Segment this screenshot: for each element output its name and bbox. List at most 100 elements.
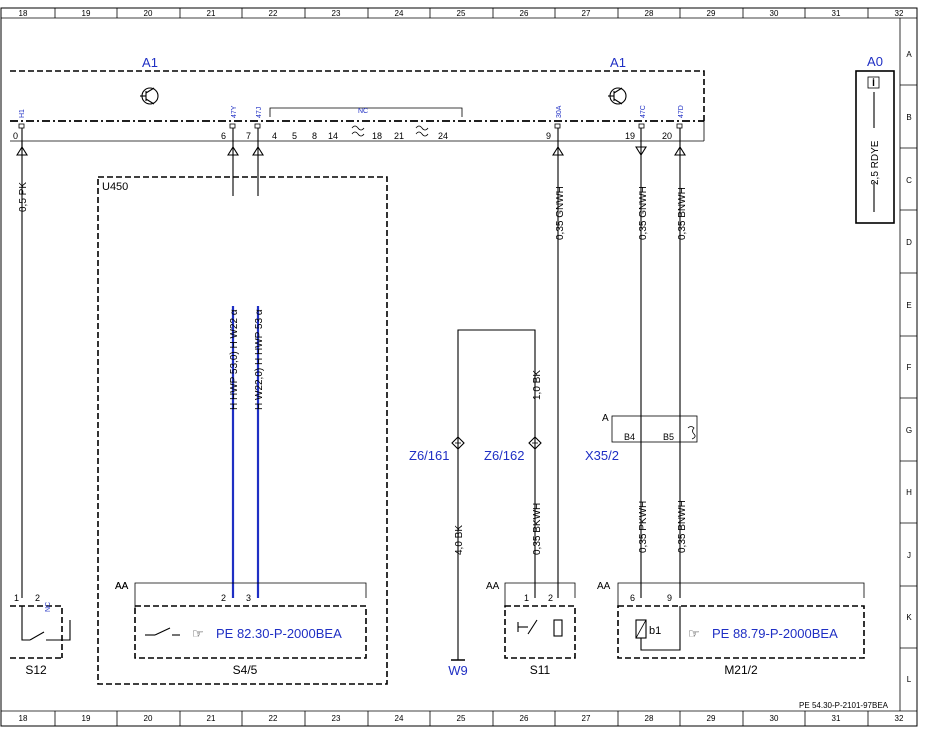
pin-tag-47d: 47D	[678, 105, 685, 118]
module-label-a1-left: A1	[142, 55, 158, 70]
wire-pin9: 0,35 GNWH	[552, 128, 566, 598]
row-label: K	[906, 613, 912, 622]
a0-frame	[855, 70, 895, 224]
pin-stubs	[18, 123, 683, 129]
wire-label: 0,35 BNWH	[677, 187, 688, 240]
pin-number: 0	[13, 131, 18, 141]
x35-2-connector: A B4 B5 X35/2	[585, 413, 698, 463]
wire-s12: 0,5 PK	[16, 128, 29, 598]
component-label-s4-5: S4/5	[233, 663, 258, 677]
module-label-a1-right: A1	[610, 55, 626, 70]
pin-number: 4	[272, 131, 277, 141]
connector-arrow-icon	[252, 145, 264, 156]
connector-arrow-icon	[227, 145, 239, 156]
col-label-top: 30	[770, 9, 779, 18]
connector-arrow-icon	[674, 145, 686, 156]
wire-label: 0,35 PKWH	[638, 501, 649, 553]
pin-tag-47c: 47C	[640, 105, 647, 118]
connector-pin-label: B5	[663, 432, 674, 442]
reference-hand-icon: ☞	[192, 626, 204, 641]
transistor-icon	[140, 87, 159, 105]
col-label-bottom: 28	[645, 714, 654, 723]
pin-number: 9	[546, 131, 551, 141]
pin-number: 5	[292, 131, 297, 141]
ground-network: 1,0 BK 4,0 BK 0,35 BKWH Z6/161 Z6/162 W9	[409, 329, 543, 678]
pin-number: 24	[438, 131, 448, 141]
pin-tag-h1: H1	[19, 109, 26, 118]
col-label-bottom: 19	[82, 714, 91, 723]
col-label-top: 28	[645, 9, 654, 18]
col-label-bottom: 20	[144, 714, 153, 723]
u450-module: U450	[97, 176, 388, 685]
wire-label: 1,0 BK	[532, 370, 543, 400]
col-label-top: 27	[582, 9, 591, 18]
pin-tag-47y: 47Y	[231, 105, 238, 118]
col-label-top: 20	[144, 9, 153, 18]
pin-number: 1	[524, 593, 529, 603]
module-label-a0: A0	[867, 54, 883, 69]
pin-number: 2	[221, 593, 226, 603]
pin-number: 6	[630, 593, 635, 603]
split-icon	[351, 125, 365, 131]
wire-pin19: 0,35 GNWH 0,35 PKWH	[635, 128, 649, 598]
wire-pin6: H HWP 53,0) H W22 α	[227, 128, 240, 598]
row-label: B	[906, 113, 911, 122]
module-label-u450: U450	[102, 181, 128, 193]
component-label-m21-2: M21/2	[724, 663, 758, 677]
a0-module: A0 2,5 RDYE	[855, 54, 895, 224]
col-label-bottom: 23	[332, 714, 341, 723]
pin-number: 3	[246, 593, 251, 603]
split-icon	[687, 426, 696, 440]
pin-number: 6	[221, 131, 226, 141]
aa-label: AA	[115, 581, 129, 592]
diagram-frame	[0, 7, 918, 727]
wire-label-a0: 2,5 RDYE	[870, 140, 881, 185]
pin-tag-30a: 30A	[556, 105, 563, 118]
sensor-label: b1	[649, 625, 661, 637]
column-ruler: 18 19 20 21 22 23 24 25 26 27 28 29 30 3…	[19, 8, 904, 726]
row-label: L	[907, 675, 912, 684]
pin-tag-47j: 47J	[256, 107, 263, 118]
nc-bracket	[269, 107, 463, 117]
info-icon	[867, 76, 880, 89]
col-label-bottom: 24	[395, 714, 404, 723]
connector-side-label: A	[602, 413, 609, 424]
col-label-top: 19	[82, 9, 91, 18]
pin-number: 21	[394, 131, 404, 141]
connector-arrow-icon	[16, 145, 28, 156]
wire-label: 0,5 PK	[18, 182, 29, 212]
row-label: A	[906, 50, 912, 59]
reference-hand-icon: ☞	[688, 626, 700, 641]
pin-number: 2	[35, 593, 40, 603]
document-reference: PE 54.30-P-2101-97BEA	[799, 701, 889, 710]
row-label: H	[906, 488, 912, 497]
pin-number: 8	[312, 131, 317, 141]
aa-label: AA	[486, 581, 500, 592]
component-reference: PE 82.30-P-2000BEA	[216, 626, 342, 641]
wire-pin7: H W22,0) H HWP 53 α	[252, 128, 265, 598]
row-ruler: A B C D E F G H J K L	[900, 50, 917, 684]
col-label-bottom: 30	[770, 714, 779, 723]
pin-number: 14	[328, 131, 338, 141]
col-label-bottom: 22	[269, 714, 278, 723]
s12-component: AA 1 2 NC S12	[10, 581, 129, 677]
splice-icon	[451, 436, 465, 450]
aa-label: AA	[597, 581, 611, 592]
col-label-top: 29	[707, 9, 716, 18]
switch-icon	[527, 619, 538, 635]
pin-number: 9	[667, 593, 672, 603]
pin-tag-nc: NC	[45, 602, 52, 612]
connector-label-z6-161: Z6/161	[409, 448, 449, 463]
row-label: E	[906, 301, 911, 310]
col-label-top: 32	[895, 9, 904, 18]
row-label: F	[907, 363, 912, 372]
col-label-bottom: 27	[582, 714, 591, 723]
col-label-bottom: 29	[707, 714, 716, 723]
connector-arrow-icon	[552, 145, 564, 156]
u450-frame	[97, 176, 388, 685]
col-label-top: 18	[19, 9, 28, 18]
col-label-top: 26	[520, 9, 529, 18]
col-label-bottom: 31	[832, 714, 841, 723]
transistor-icon	[608, 87, 627, 105]
